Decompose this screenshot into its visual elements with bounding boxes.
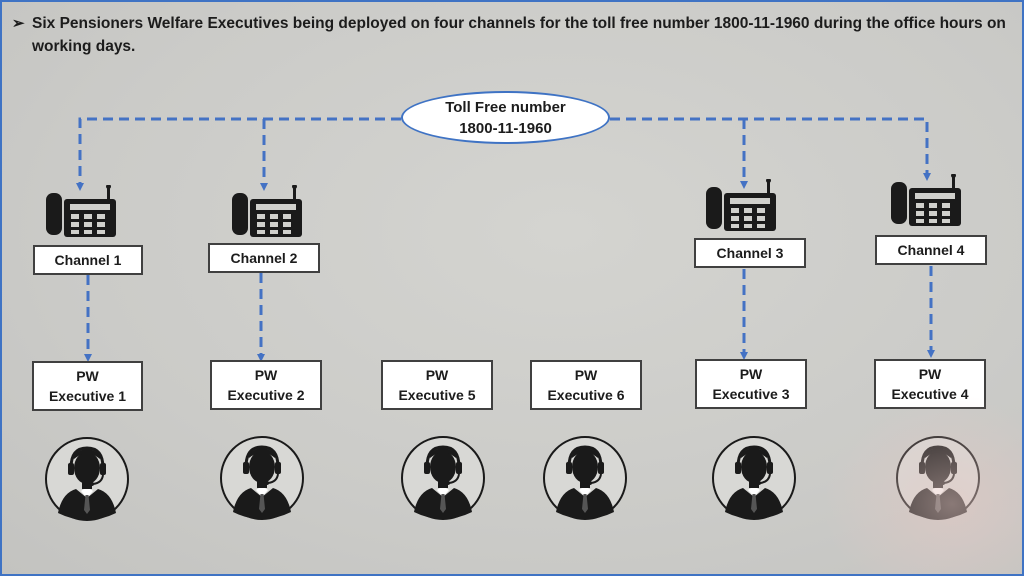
desk-phone-icon xyxy=(891,174,961,226)
desk-phone-icon xyxy=(46,185,116,237)
channel-3-box: Channel 3 xyxy=(694,238,806,268)
headset-agent-icon xyxy=(220,436,304,520)
headset-agent-icon xyxy=(401,436,485,520)
bullet-arrow-icon: ➢ xyxy=(12,15,25,32)
slide-heading: ➢ Six Pensioners Welfare Executives bein… xyxy=(12,12,1020,58)
channel-2-box: Channel 2 xyxy=(208,243,320,273)
executive-name: Executive 6 xyxy=(547,387,625,403)
channel-1-box: Channel 1 xyxy=(33,245,143,275)
executive-title: PW xyxy=(918,366,942,382)
executive-name: Executive 3 xyxy=(712,386,790,402)
desk-phone-icon xyxy=(232,185,302,237)
headset-agent-icon xyxy=(543,436,627,520)
executive-2-box: PW Executive 2 xyxy=(210,360,322,410)
executive-name: Executive 5 xyxy=(398,387,476,403)
heading-text: Six Pensioners Welfare Executives being … xyxy=(32,15,1006,55)
executive-3-box: PW Executive 3 xyxy=(695,359,807,409)
headset-agent-icon xyxy=(896,436,980,520)
toll-free-number: 1800-11-1960 xyxy=(459,119,552,137)
executive-title: PW xyxy=(739,366,763,382)
executive-1-box: PW Executive 1 xyxy=(32,361,143,411)
channel-label: Channel 3 xyxy=(716,245,784,261)
executive-6-box: PW Executive 6 xyxy=(530,360,642,410)
toll-free-number-node: Toll Free number 1800-11-1960 xyxy=(401,91,610,144)
desk-phone-icon xyxy=(706,179,776,231)
executive-title: PW xyxy=(254,367,278,383)
headset-agent-icon xyxy=(712,436,796,520)
executive-title: PW xyxy=(574,367,598,383)
executive-title: PW xyxy=(76,368,99,384)
toll-free-label: Toll Free number xyxy=(445,98,566,116)
executive-name: Executive 2 xyxy=(227,387,305,403)
executive-4-box: PW Executive 4 xyxy=(874,359,986,409)
channel-label: Channel 1 xyxy=(54,252,122,268)
executive-title: PW xyxy=(425,367,449,383)
headset-agent-icon xyxy=(45,437,129,521)
executive-5-box: PW Executive 5 xyxy=(381,360,493,410)
channel-label: Channel 2 xyxy=(230,250,298,266)
connector-toll-left xyxy=(76,117,401,191)
executive-name: Executive 1 xyxy=(48,388,127,404)
executive-name: Executive 4 xyxy=(891,386,969,402)
connector-toll-right xyxy=(610,117,931,181)
channel-4-box: Channel 4 xyxy=(875,235,987,265)
channel-label: Channel 4 xyxy=(897,242,965,258)
